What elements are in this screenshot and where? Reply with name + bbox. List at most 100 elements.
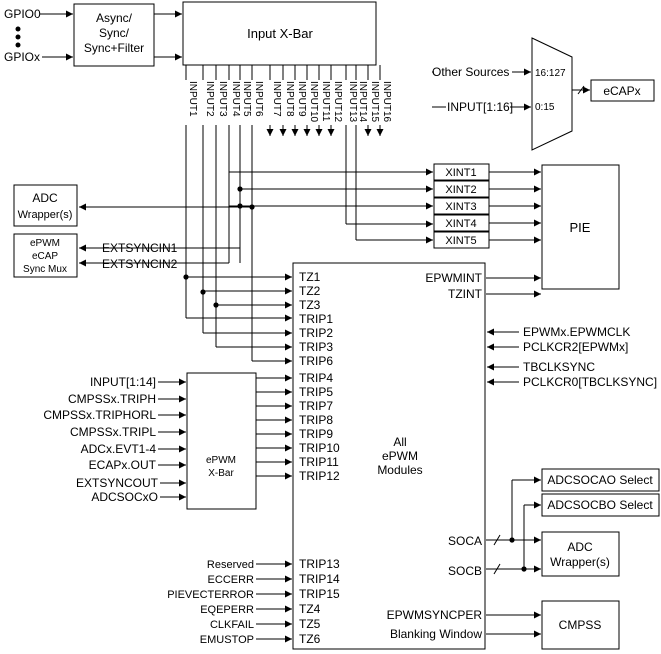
in-tz4: TZ4 [299,602,321,616]
xbar-out-input13: INPUT13 [347,81,358,123]
socb-label: SOCB [448,564,482,578]
in-trip15: TRIP15 [299,587,340,601]
src-pievecterror: PIEVECTERROR [167,589,254,601]
xbar-routing-lines [185,125,357,361]
adcsocao-label: ADCSOCAO Select [547,473,653,487]
pie-label: PIE [570,220,591,235]
sync-mux-2: eCAP [32,251,58,262]
extsyncin2-label: EXTSYNCIN2 [102,257,178,271]
in-trip11: TRIP11 [299,455,339,469]
in-trip7: TRIP7 [299,399,333,413]
other-sources-label: Other Sources [432,65,509,79]
soca-slash [493,534,501,546]
xint5-label: XINT5 [445,235,476,247]
xbar-out-input4: INPUT4 [230,81,241,117]
xint-feed-lines [229,168,433,244]
pie-box [541,164,620,290]
src-eccerr: ECCERR [208,574,255,586]
cmpss-box [541,600,620,650]
xint1-label: XINT1 [445,167,476,179]
src-reserved: Reserved [207,559,254,571]
epwmclk-label: EPWMx.EPWMCLK [523,325,630,339]
xb-in-triph: CMPSSx.TRIPH [68,392,156,406]
xbar-out-input16: INPUT16 [381,81,392,123]
epwm-xbar-box [186,372,257,510]
xbar-out-input10: INPUT10 [308,81,319,123]
xb-in-ecapout: ECAPx.OUT [89,458,157,472]
xbar-out-input9: INPUT9 [296,81,307,117]
adc-wrapper-right-box [541,531,620,577]
in-trip4: TRIP4 [299,371,333,385]
async-label-1: Async/ [96,11,133,25]
right-side-inputs: EPWMx.EPWMCLK PCLKCR2[EPWMx] TBCLKSYNC P… [487,325,657,389]
xbar-out-input6: INPUT6 [253,81,264,117]
epwm-modules-3: Modules [377,463,422,477]
in-trip6: TRIP6 [299,354,333,368]
in-trip9: TRIP9 [299,427,333,441]
epwm-input-labels: TZ1 TZ2 TZ3 TRIP1 TRIP2 TRIP3 TRIP6 TRIP… [299,270,340,646]
in-tz3: TZ3 [299,298,321,312]
adc-wrapper-right-1: ADC [567,540,593,554]
adc-wrapper-left-2: Wrapper(s) [18,209,73,221]
in-trip10: TRIP10 [299,441,340,455]
in-trip8: TRIP8 [299,413,333,427]
src-eqeperr: EQEPERR [200,604,254,616]
in-trip2: TRIP2 [299,326,333,340]
tzint-label: TZINT [448,287,483,301]
ecapx-label: eCAPx [603,84,640,98]
ecap-mux [531,37,573,151]
pclkcr2-label: PCLKCR2[EPWMx] [523,340,628,354]
xint4-label: XINT4 [445,218,476,230]
cmpss-label: CMPSS [559,618,602,632]
xbar-output-stubs [185,65,381,80]
xint2-label: XINT2 [445,184,476,196]
in-trip1: TRIP1 [299,312,333,326]
in-tz1: TZ1 [299,270,321,284]
adcsocbo-label: ADCSOCBO Select [547,498,653,512]
extsyncin1-label: EXTSYNCIN1 [102,241,178,255]
xb-in-adcsocxo: ADCSOCxO [91,490,158,504]
in-tz2: TZ2 [299,284,321,298]
epwm-modules-box [292,262,486,650]
in-trip3: TRIP3 [299,340,333,354]
sync-mux-box [13,233,78,278]
xb-in-extsyncout: EXTSYNCOUT [76,476,159,490]
async-sync-box [73,3,155,67]
in-tz6: TZ6 [299,632,321,646]
adc-wrapper-left-box [13,184,78,227]
epwm-modules-2: ePWM [382,449,418,463]
input-xbar-box [182,1,377,66]
xb-in-triphorl: CMPSSx.TRIPHORL [43,408,156,422]
xbar-out-input7: INPUT7 [271,81,282,117]
epwm-xbar-inputs: INPUT[1:14] CMPSSx.TRIPH CMPSSx.TRIPHORL… [43,375,186,504]
in-trip14: TRIP14 [299,572,340,586]
adcsocao-box [541,468,660,492]
input-xbar-title: Input X-Bar [247,26,313,41]
pclkcr0-label: PCLKCR0[TBCLKSYNC] [523,375,657,389]
adcsocbo-box [541,493,660,517]
epwm-xbar-2: X-Bar [208,468,234,479]
src-clkfail: CLKFAIL [210,619,254,631]
bottom-sources: Reserved ECCERR PIEVECTERROR EQEPERR CLK… [167,559,292,646]
xb-in-adcevt: ADCx.EVT1-4 [81,442,157,456]
in-trip12: TRIP12 [299,469,340,483]
in-trip5: TRIP5 [299,385,333,399]
xbar-out-input2: INPUT2 [204,81,215,117]
xint-to-pie-arrows [489,168,541,244]
xbar-out-input8: INPUT8 [284,81,295,117]
in-tz5: TZ5 [299,617,321,631]
epwm-xbar-outputs [256,374,292,480]
xint-boxes: XINT1 XINT2 XINT3 XINT4 XINT5 [433,163,490,249]
xbar-out-input11: INPUT11 [320,81,331,122]
in-trip13: TRIP13 [299,557,340,571]
ecapx-box [590,79,655,102]
src-emustop: EMUSTOP [200,634,254,646]
epwm-modules-1: All [393,435,406,449]
soca-label: SOCA [448,534,482,548]
xbar-out-input12: INPUT12 [332,81,343,123]
async-label-3: Sync+Filter [84,41,144,55]
epwmint-label: EPWMINT [425,271,482,285]
xbar-out-input14: INPUT14 [357,81,368,123]
gpio0-label: GPIO0 [4,7,41,21]
gpio-dots [15,26,21,48]
